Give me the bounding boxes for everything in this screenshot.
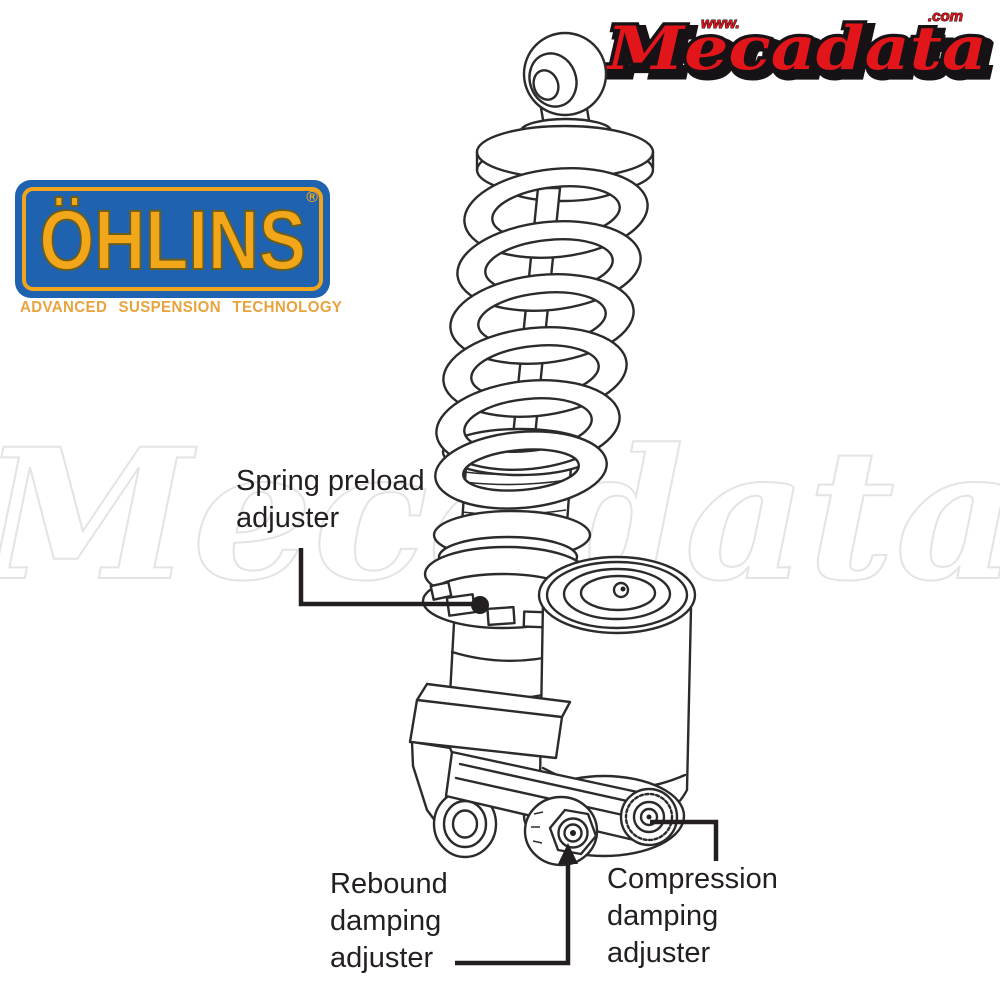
compression-label: Compression damping adjuster [607,861,778,972]
ohlins-logo-text: ÖHLINS [38,193,306,287]
coil-spring [434,166,649,510]
mecadata-com-text: .com [928,8,963,25]
reservoir [537,555,697,829]
mecadata-logo-shadow: Mecadata [610,19,992,89]
mecadata-logo: Mecadata Mecadata www. .com [601,8,997,95]
compression-label-line3: adjuster [607,937,711,969]
mecadata-www-text: www. [701,15,740,32]
spring-preload-label-line2: adjuster [236,502,340,534]
spring-preload-label: Spring preload adjuster [236,463,425,537]
rebound-adjuster-knob [523,795,599,867]
ohlins-logo-border [22,187,323,291]
compression-callout-line [650,819,719,861]
spring-preload-label-line1: Spring preload [236,465,425,497]
mecadata-logo-text: Mecadata [605,14,987,84]
compression-label-line2: damping [607,900,719,932]
compression-label-line1: Compression [607,863,778,895]
callouts [298,548,719,966]
rebound-callout-arrow [558,843,578,864]
ohlins-tagline: ADVANCED SUSPENSION TECHNOLOGY [20,299,343,316]
rebound-label-line1: Rebound [330,868,448,900]
shock-drawing [408,31,697,867]
spring-preload-callout-dot [471,596,489,614]
registered-trademark-symbol: ® [306,189,318,206]
rebound-label-line2: damping [330,905,442,937]
rebound-callout-line [455,858,571,966]
compression-adjuster-knob [619,787,679,847]
rebound-label-line3: adjuster [330,942,434,974]
spring-preload-callout-line [298,548,472,607]
rebound-label: Rebound damping adjuster [330,866,448,977]
ohlins-logo: ÖHLINS ® [15,180,330,298]
